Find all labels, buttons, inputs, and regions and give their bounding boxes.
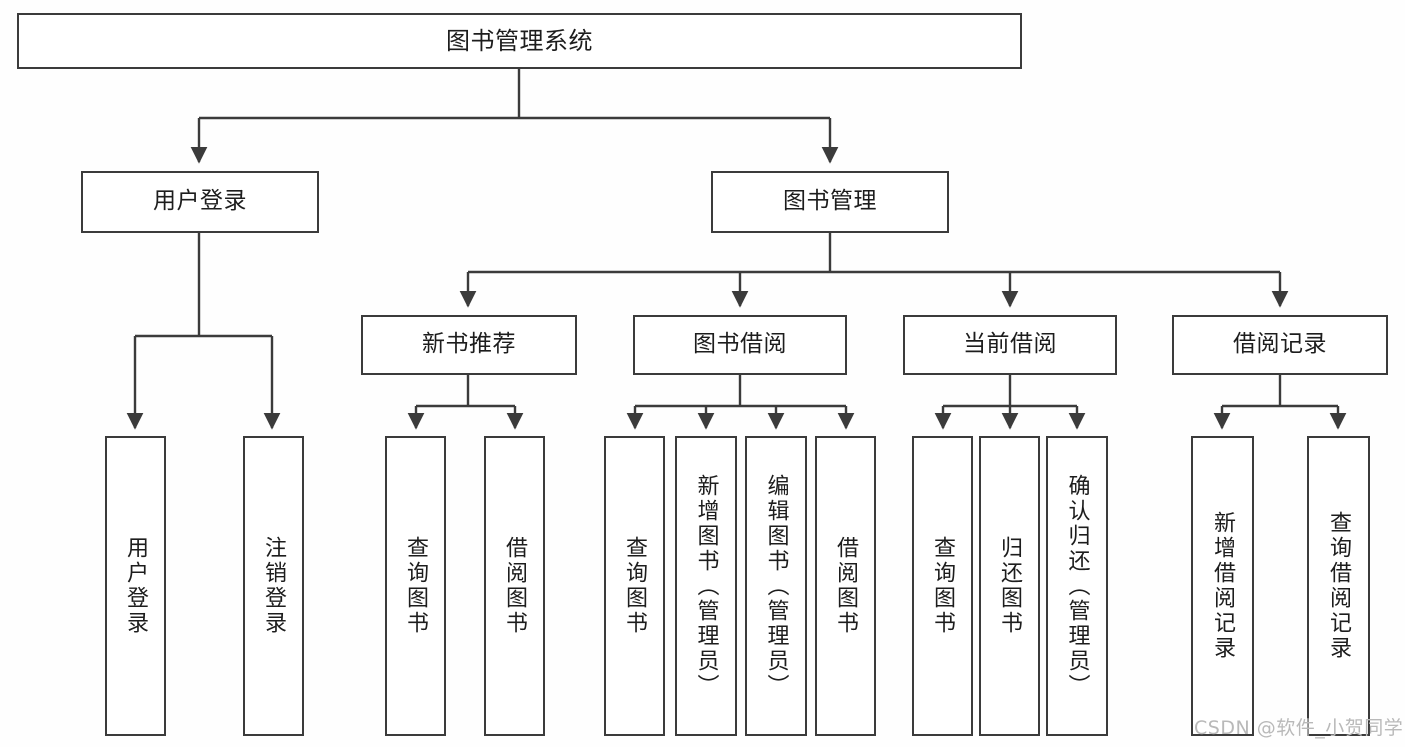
node-label: 归还图书 (997, 536, 1023, 636)
node-label: 查询图书 (930, 536, 956, 636)
node-leaf-query-book-current[interactable]: 查询图书 (912, 436, 973, 736)
node-label: 注销登录 (261, 536, 287, 636)
node-new-book-recommend[interactable]: 新书推荐 (361, 315, 577, 375)
node-leaf-borrow-book[interactable]: 借阅图书 (815, 436, 876, 736)
node-label: 当前借阅 (963, 331, 1057, 358)
node-leaf-return-book[interactable]: 归还图书 (979, 436, 1040, 736)
node-label: 图书管理系统 (446, 26, 593, 55)
node-leaf-add-borrow-record[interactable]: 新增借阅记录 (1191, 436, 1254, 736)
node-label: 查询图书 (403, 536, 429, 636)
node-label: 用户登录 (153, 188, 247, 215)
node-label: 新增图书（管理员） (693, 473, 719, 699)
node-leaf-confirm-return-admin[interactable]: 确认归还（管理员） (1046, 436, 1108, 736)
node-label: 查询借阅记录 (1326, 511, 1352, 661)
node-leaf-borrow-book-new[interactable]: 借阅图书 (484, 436, 545, 736)
node-label: 新增借阅记录 (1210, 511, 1236, 661)
node-label: 图书借阅 (693, 331, 787, 358)
node-label: 用户登录 (123, 536, 149, 636)
watermark-text: CSDN @软件_小贺同学 (1194, 717, 1404, 739)
node-label: 借阅记录 (1233, 331, 1327, 358)
node-label: 借阅图书 (833, 536, 859, 636)
node-label: 图书管理 (783, 188, 877, 215)
node-label: 确认归还（管理员） (1064, 473, 1090, 699)
node-leaf-query-borrow-record[interactable]: 查询借阅记录 (1307, 436, 1370, 736)
node-borrow-record[interactable]: 借阅记录 (1172, 315, 1388, 375)
node-label: 新书推荐 (422, 331, 516, 358)
node-label: 借阅图书 (502, 536, 528, 636)
node-user-login[interactable]: 用户登录 (81, 171, 319, 233)
node-label: 编辑图书（管理员） (763, 473, 789, 699)
node-current-borrow[interactable]: 当前借阅 (903, 315, 1117, 375)
node-leaf-edit-book-admin[interactable]: 编辑图书（管理员） (745, 436, 807, 736)
node-book-management[interactable]: 图书管理 (711, 171, 949, 233)
node-root-system[interactable]: 图书管理系统 (17, 13, 1022, 69)
node-leaf-add-book-admin[interactable]: 新增图书（管理员） (675, 436, 737, 736)
node-book-borrow[interactable]: 图书借阅 (633, 315, 847, 375)
node-leaf-logout[interactable]: 注销登录 (243, 436, 304, 736)
node-leaf-query-book-borrow[interactable]: 查询图书 (604, 436, 665, 736)
node-label: 查询图书 (622, 536, 648, 636)
node-leaf-user-login[interactable]: 用户登录 (105, 436, 166, 736)
node-leaf-query-book-new[interactable]: 查询图书 (385, 436, 446, 736)
